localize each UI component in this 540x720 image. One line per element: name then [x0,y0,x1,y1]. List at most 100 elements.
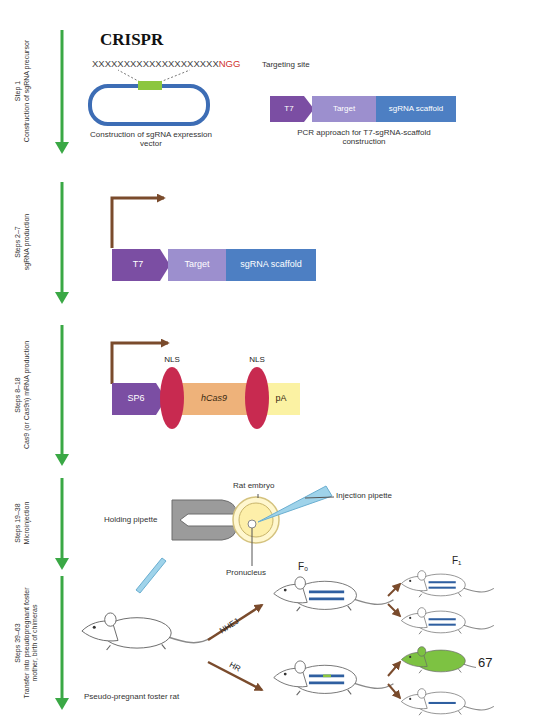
transcription-arrow [112,198,164,248]
annotation: PCR approach for T7-sgRNA-scaffold const… [286,128,442,146]
f1-rat [401,689,493,716]
chromosome [429,702,456,704]
generation-label: F₁ [452,555,461,567]
nls-oval: NLS [160,367,184,429]
step-number: Step 1 [14,30,22,152]
promoter-arrow-shape [112,249,170,281]
step-description: Construction of sgRNA precursor [23,30,31,152]
chromosome [429,624,456,626]
node-label: SP6 [127,394,150,404]
transfer-pipette [136,558,166,593]
step-arrow-head [55,454,69,466]
chromosome [309,682,344,685]
plasmid [90,86,208,124]
leader-line [305,497,334,498]
pathway-label: HR [228,660,243,674]
callout-label: Injection pipette [336,491,392,500]
promoter-arrow: T7 [112,249,170,281]
f1-rat [401,571,493,598]
scaffold-box-shape [376,96,456,122]
chromosome [429,618,456,620]
node-label: hCas9 [201,394,227,404]
rat [274,661,394,695]
pathway-arrow [388,684,400,698]
step-arrow [61,576,64,700]
node-label: Target [333,105,355,114]
step-description: Transfer into pseudopregnant foster moth… [23,576,39,710]
target-box: Target [168,249,226,281]
target-box-shape [168,249,226,281]
step-arrows [55,30,69,710]
step-arrow-head [55,292,69,304]
promoter-arrow: T7 [270,96,314,122]
node-text-holder: NLS [148,354,196,366]
generation-label: F₀ [298,561,308,573]
f1-rat [401,608,493,635]
foster-rat [82,613,211,650]
node-label: pA [275,394,286,404]
node-label: NLS [164,356,180,365]
page-title: CRISPR [100,30,163,50]
step-arrow-head [55,142,69,154]
pronucleus [248,520,256,528]
rat [401,608,493,635]
promoter-arrow: SP6 [112,383,166,415]
chromosome [309,591,344,594]
rat [401,689,493,716]
node-text-holder: Target [168,249,226,281]
leader-line [252,528,253,566]
holding-pipette [172,500,236,540]
node-text-holder: sgRNA scaffold [226,249,316,281]
step-number: Steps 8–18 [14,326,22,464]
step-arrow-head [55,558,69,570]
f0-rat [274,661,394,695]
rat [82,613,211,650]
f1-rat [401,647,493,674]
chromosome [309,675,344,678]
node-text-holder: sgRNA scaffold [376,96,456,122]
node-label: NLS [249,356,265,365]
node-text-holder: SP6 [112,383,166,415]
pathway-arrow [388,584,400,596]
node-text-holder: hCas9 [176,383,252,415]
plasmid-insert [138,81,162,90]
pam-sequence: NGG [219,59,241,70]
pathway-arrow [388,662,400,676]
target-sequence: XXXXXXXXXXXXXXXXXXXX [92,59,219,70]
nls-oval-outline [245,367,269,429]
step-description: Microinjection [23,478,31,568]
step-arrow-head [55,698,69,710]
annotation: Targeting site [262,60,310,69]
callout-label: Pronucleus [226,568,266,577]
step-number: Steps 39–63 [14,576,22,710]
step-number: Steps 2–7 [14,182,22,302]
step-arrow [61,478,64,560]
f0-rat [274,577,394,611]
callout-label: Holding pipette [104,515,157,524]
rat [274,577,394,611]
chromosome [309,598,344,601]
node-text-holder: T7 [112,249,170,281]
nls-oval-shape [245,367,269,429]
target-box-shape [312,96,376,122]
step-number: Steps 19–38 [14,478,22,568]
step-description: sgRNA production [23,182,31,302]
node-text-holder: T7 [270,96,314,122]
node-label: Target [184,260,209,270]
injection-pipette [258,486,332,522]
promoter-arrow-shape [112,383,166,415]
step-arrow [61,325,64,456]
callout-label: Rat embryo [233,481,274,490]
transcription-arrow [112,343,168,384]
page-number: 67 [476,656,494,671]
scaffold-box: sgRNA scaffold [226,249,316,281]
node-label: sgRNA scaffold [389,105,444,114]
embryo [239,503,273,537]
pathway-arrow [208,605,262,640]
chromosome [429,587,456,589]
leader-line [258,494,259,498]
node-label: T7 [284,105,299,114]
step-arrow [61,30,64,144]
